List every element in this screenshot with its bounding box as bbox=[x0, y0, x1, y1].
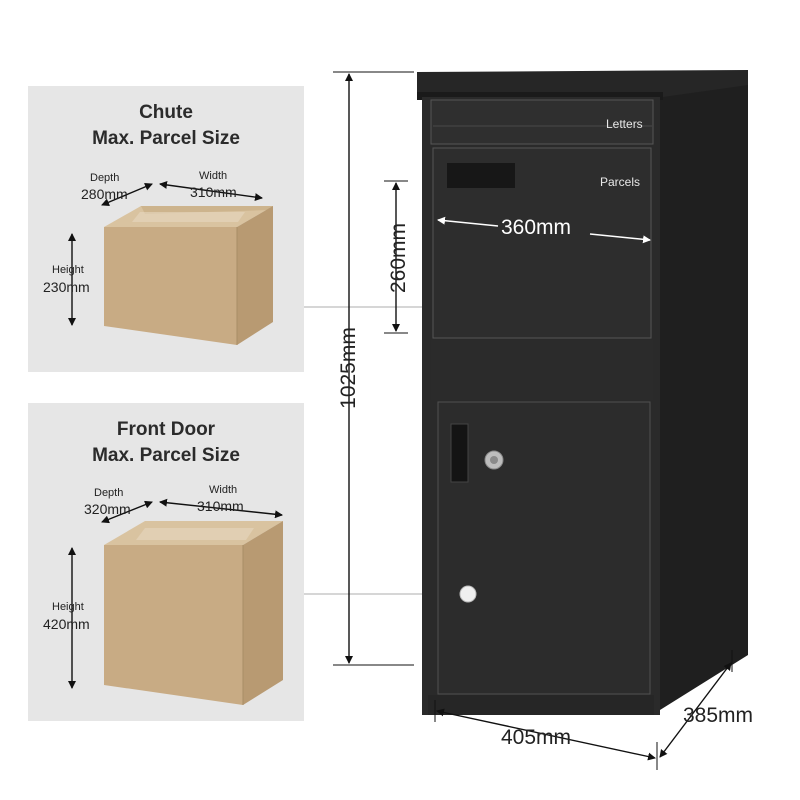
front-door-height-value: 420mm bbox=[43, 616, 90, 632]
front-door-title-line1: Front Door bbox=[116, 419, 216, 440]
slot-width-arrow-right bbox=[589, 233, 651, 244]
chute-width-label: Width bbox=[199, 170, 228, 182]
front-door-title-line2: Max. Parcel Size bbox=[92, 445, 240, 466]
chute-title: Chute Max. Parcel Size bbox=[28, 100, 304, 152]
front-door-width-label: Width bbox=[209, 484, 238, 496]
chute-depth-arrow bbox=[101, 183, 153, 206]
depth-value: 385mm bbox=[683, 704, 754, 727]
letters-label: Letters bbox=[606, 117, 643, 131]
front-door-depth-label: Depth bbox=[94, 487, 124, 499]
chute-width-value: 310mm bbox=[190, 184, 237, 200]
total-height-value: 1025mm bbox=[337, 327, 360, 409]
parcels-label: Parcels bbox=[600, 175, 641, 189]
chute-height-label: Height bbox=[52, 264, 84, 276]
front-door-height-label: Height bbox=[52, 601, 84, 613]
slot-width-arrow-left bbox=[437, 216, 499, 227]
front-door-width-value: 310mm bbox=[197, 498, 244, 514]
door-connector-dot bbox=[459, 585, 477, 603]
front-door-width-arrow bbox=[159, 498, 283, 519]
width-value: 405mm bbox=[501, 726, 572, 749]
chute-title-line1: Chute bbox=[139, 102, 193, 123]
depth-arrow bbox=[659, 662, 732, 758]
chute-parcel-box bbox=[104, 206, 273, 345]
slot-height-value: 260mm bbox=[387, 222, 410, 294]
front-door-parcel-box bbox=[104, 521, 283, 705]
front-door-depth-arrow bbox=[101, 500, 153, 524]
chute-width-arrow bbox=[159, 180, 263, 202]
width-arrow bbox=[436, 708, 656, 761]
chute-title-line2: Max. Parcel Size bbox=[92, 128, 240, 149]
front-door-title: Front Door Max. Parcel Size bbox=[28, 417, 304, 469]
chute-depth-label: Depth bbox=[90, 172, 120, 184]
mailbox-body bbox=[417, 70, 748, 715]
front-door-depth-value: 320mm bbox=[84, 501, 131, 517]
chute-height-value: 230mm bbox=[43, 279, 90, 295]
chute-depth-value: 280mm bbox=[81, 186, 128, 202]
slot-width-value: 360mm bbox=[501, 216, 572, 239]
